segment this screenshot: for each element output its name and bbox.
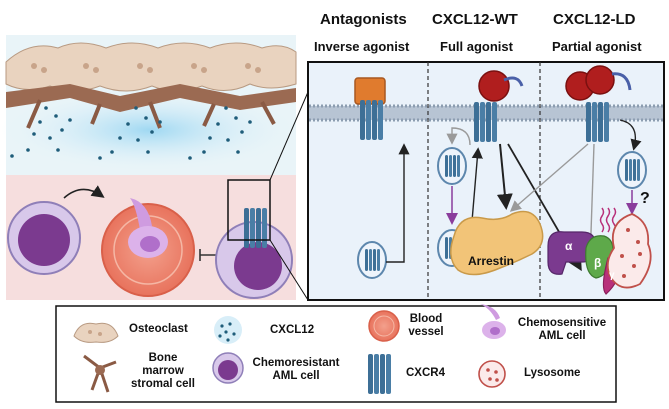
legend-osteoclast-symbol bbox=[73, 322, 119, 343]
legend-chemosensitive-symbol bbox=[480, 304, 506, 339]
legend-lysosome-label: Lysosome bbox=[524, 367, 581, 379]
legend-osteoclast-label: Osteoclast bbox=[129, 323, 188, 335]
g-gamma-label: γ bbox=[609, 270, 615, 281]
legend-stromal-line3: stromal cell bbox=[131, 378, 195, 390]
bone-marrow-niche-panel bbox=[0, 35, 309, 301]
legend-chemoresistant-label: Chemoresistant AML cell bbox=[248, 357, 344, 383]
legend-chemoresistant-symbol bbox=[212, 352, 244, 384]
cxcl12-gradient bbox=[10, 106, 252, 160]
internalized-receptor-antagonist bbox=[357, 241, 387, 279]
cxcl12-wt-complex bbox=[474, 70, 524, 142]
unknown-fate-label: ? bbox=[640, 190, 650, 207]
mechanism-panel bbox=[307, 61, 665, 301]
internalized-receptor-ld bbox=[617, 151, 647, 189]
arrestin-label: Arrestin bbox=[468, 254, 515, 268]
legend-stromal-line2: marrow bbox=[142, 365, 184, 377]
legend-cxcl12-label: CXCL12 bbox=[270, 324, 315, 336]
osteoclast-layer bbox=[5, 42, 297, 92]
legend-cxcl12-symbol bbox=[214, 316, 242, 344]
g-beta-label: β bbox=[594, 256, 602, 270]
cxcl12-ld-complex bbox=[565, 65, 632, 142]
legend-blood-vessel-symbol bbox=[368, 310, 400, 342]
legend-chemosensitive-label: Chemosensitive AML cell bbox=[514, 317, 610, 343]
arrestin-protein bbox=[450, 210, 544, 276]
antagonists-header: Antagonists bbox=[320, 11, 407, 28]
full-agonist-subheader: Full agonist bbox=[440, 39, 513, 54]
antagonist-complex bbox=[354, 77, 386, 140]
chemoresistant-aml-cell bbox=[7, 201, 81, 275]
cxcl12-ld-header: CXCL12-LD bbox=[553, 11, 636, 28]
legend-chemosensitive-line1: Chemosensitive bbox=[517, 317, 607, 329]
recycling-arrow-antagonist bbox=[386, 143, 410, 263]
legend-blood-line2: vessel bbox=[408, 326, 444, 338]
legend-chemosensitive-line2: AML cell bbox=[538, 330, 586, 342]
legend-stromal-symbol bbox=[83, 354, 117, 393]
cxcr4-expressing-aml-cell bbox=[215, 208, 293, 299]
cxcl12-wt-header: CXCL12-WT bbox=[432, 11, 518, 28]
g-alpha-label: α bbox=[565, 239, 573, 253]
chemosensitive-aml-cell bbox=[128, 198, 168, 258]
legend-chemoresistant-line2: AML cell bbox=[272, 370, 320, 382]
internalized-receptor-wt-top bbox=[437, 147, 467, 185]
legend-box bbox=[55, 304, 617, 403]
legend-stromal-label: Bone marrow stromal cell bbox=[128, 352, 198, 391]
wt-to-arrestin-arrow bbox=[496, 143, 513, 210]
zoom-box bbox=[227, 179, 271, 241]
partial-agonist-subheader: Partial agonist bbox=[552, 39, 642, 54]
legend-blood-vessel-label: Blood vessel bbox=[404, 313, 448, 339]
legend-lysosome-symbol bbox=[478, 360, 506, 388]
legend-cxcr4-label: CXCR4 bbox=[406, 367, 445, 379]
stromal-cell-network bbox=[6, 84, 296, 129]
legend-blood-line1: Blood bbox=[409, 313, 443, 325]
legend-chemoresistant-line1: Chemoresistant bbox=[252, 357, 340, 369]
inverse-agonist-subheader: Inverse agonist bbox=[314, 39, 410, 54]
legend-stromal-line1: Bone bbox=[148, 352, 178, 364]
lysosome bbox=[606, 213, 652, 289]
differentiation-arrow bbox=[63, 185, 105, 199]
